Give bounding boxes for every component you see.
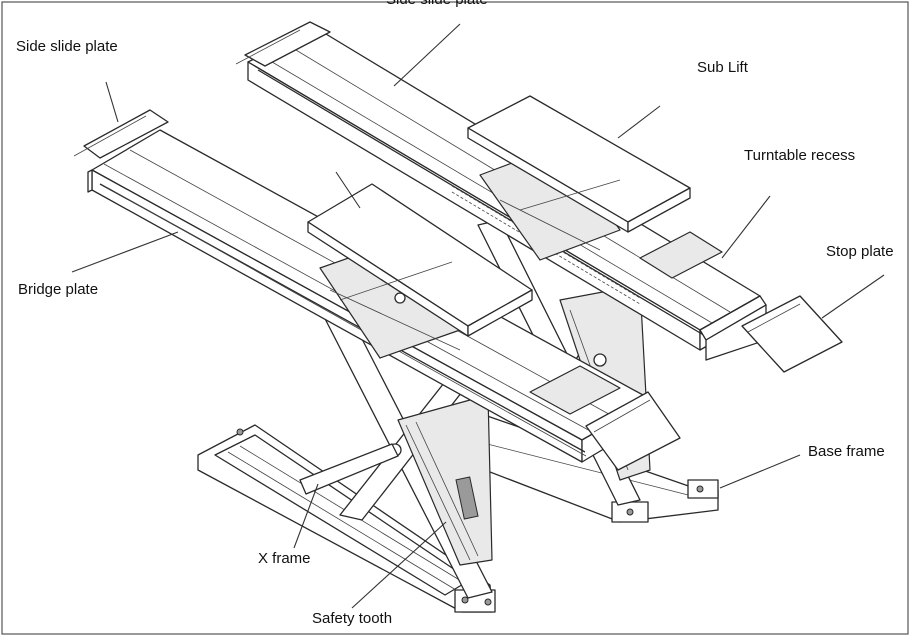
leader-base-frame — [719, 454, 801, 489]
label-turntable-recess: Turntable recess — [744, 147, 855, 164]
base-frame-left — [197, 424, 496, 613]
side-slide-plate-front — [83, 109, 169, 159]
label-x-frame: X frame — [258, 550, 311, 567]
label-base-frame: Base frame — [808, 443, 885, 460]
label-safety-tooth: Safety tooth — [312, 610, 392, 627]
leader-turntable-recess — [721, 195, 771, 259]
label-stop-plate: Stop plate — [826, 243, 894, 260]
leader-side-slide-plate-left — [105, 81, 119, 123]
leader-stop-plate — [821, 274, 885, 319]
leader-safety-tooth — [351, 521, 447, 609]
back-runway-rack — [257, 69, 713, 341]
leader-side-slide-plate-top — [393, 23, 461, 87]
label-sub-lift: Sub Lift — [697, 59, 749, 76]
leader-lines — [71, 23, 885, 609]
turntable-recess — [639, 231, 723, 279]
leader-sub-lift — [617, 105, 661, 139]
x-frame-front — [299, 299, 493, 599]
label-side-slide-plate-left: Side slide plate — [16, 38, 118, 55]
bridge-platform — [307, 183, 533, 359]
side-slide-plate-back — [244, 21, 331, 67]
leader-x-frame — [293, 483, 319, 549]
labels: Side slide plate Side slide plate Sub Li… — [16, 0, 894, 627]
stop-plate — [741, 295, 843, 373]
sub-lift — [467, 95, 691, 261]
leader-bridge-plate — [71, 231, 179, 273]
label-bridge-plate: Bridge plate — [18, 281, 98, 298]
label-side-slide-plate-top: Side slide plate — [386, 0, 488, 8]
